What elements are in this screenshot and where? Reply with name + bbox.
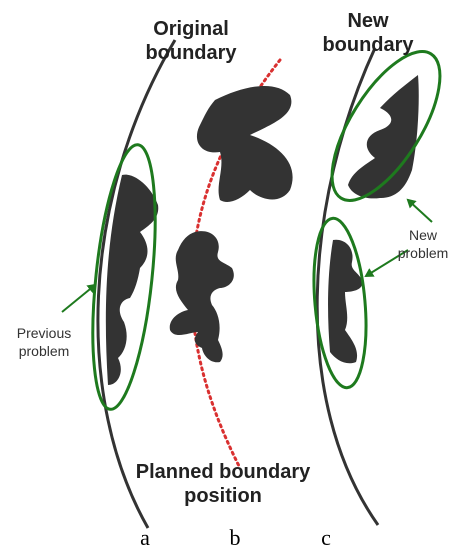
new-problem-upper-blob — [348, 75, 419, 198]
lower-blob — [170, 231, 234, 362]
previous-problem-arrow — [62, 285, 95, 312]
planned-boundary-label-line1: Planned boundary — [136, 461, 311, 483]
original-boundary-label-line1: Original — [153, 18, 229, 40]
new-problem-label-line2: problem — [398, 245, 449, 261]
upper-blob — [197, 86, 293, 202]
new-boundary-label-line2: boundary — [322, 34, 414, 56]
panel-label-c: c — [321, 525, 331, 550]
original-boundary-label-line2: boundary — [145, 42, 237, 64]
new-problem-label-line1: New — [409, 227, 438, 243]
previous-problem-label-line1: Previous — [17, 325, 71, 341]
new-problem-arrow-upper — [408, 200, 432, 222]
panel-label-a: a — [140, 525, 150, 550]
previous-problem-label-line2: problem — [19, 343, 70, 359]
planned-boundary-label-line2: position — [184, 485, 262, 507]
new-boundary-label-line1: New — [347, 10, 389, 32]
panel-label-b: b — [230, 525, 241, 550]
